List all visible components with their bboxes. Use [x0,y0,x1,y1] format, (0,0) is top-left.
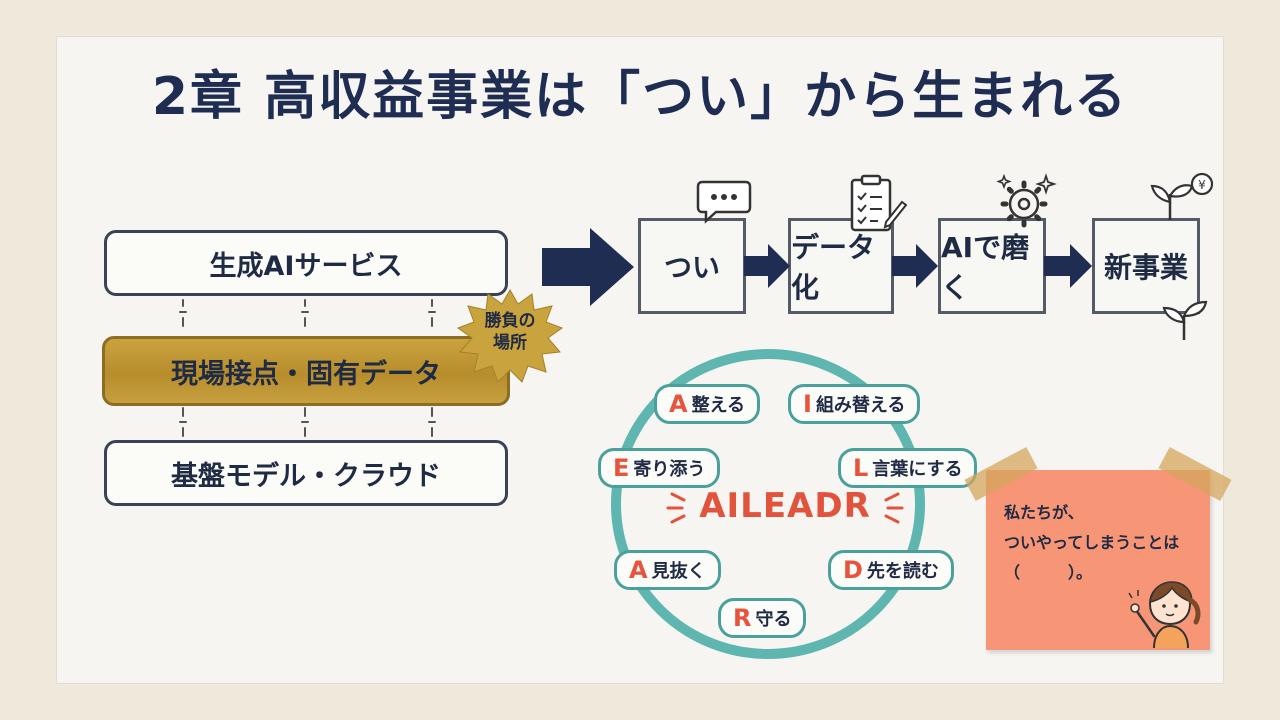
cycle-item-label: 見抜く [651,561,706,582]
sticky-note-text: 私たちが、 ついやってしまうことは （ ）。 [1004,498,1204,588]
flow-step-tsui: つい [638,218,746,314]
cycle-item-letter: L [853,454,869,482]
cycle-item-label: 寄り添う [633,459,706,480]
layer-middle-label: 現場接点・固有データ [171,358,441,390]
flow-step-label: つい [663,251,720,284]
sprout-icon [1162,300,1208,340]
flow-step-label: 新事業 [1103,251,1188,284]
flow-step-label: AIで磨く [941,231,1030,304]
girl-pointing-icon [1128,581,1201,648]
cycle-item-letter: D [843,556,863,584]
note-line2: ついやってしまうことは [1004,533,1180,552]
badge-line2: 場所 [493,333,527,353]
stitch-right-upper [428,299,436,327]
cycle-item-label: 言葉にする [872,459,963,480]
badge-text: 勝負の 場所 [470,310,550,354]
big-arrow-icon [542,228,634,306]
gear-sparkle-icon [996,173,1057,228]
cycle-item-letter: I [803,390,812,418]
stitch-center-lower [301,407,309,437]
cycle-center-word: AILEADR [699,486,871,526]
sprout-coin-icon: ¥ [1150,172,1214,220]
cycle-item-l-verbalize: L 言葉にする [838,448,978,488]
starburst-badge [456,288,564,383]
clipboard-checklist-icon [850,174,908,232]
badge-line1: 勝負の [484,311,536,331]
stitch-left-upper [179,299,187,327]
svg-text:¥: ¥ [1198,178,1206,192]
cycle-item-i-recombine: I 組み替える [788,384,921,424]
cycle-item-r-protect: R 守る [718,598,807,638]
stitch-left-lower [179,407,187,437]
layer-top-label: 生成AIサービス [209,250,403,282]
cycle-item-letter: A [669,390,688,418]
center-rays [666,492,904,524]
page-title: 2章 高収益事業は「つい」から生まれる [151,67,1129,127]
cycle-item-letter: R [733,604,752,632]
cycle-item-letter: E [613,454,630,482]
layer-bottom-label: 基盤モデル・クラウド [171,460,441,492]
cycle-item-e-empathize: E 寄り添う [598,448,721,488]
layer-field-data: 現場接点・固有データ [102,336,510,406]
layer-genai-service: 生成AIサービス [104,230,508,296]
cycle-item-label: 先を読む [866,561,939,582]
arrow-right-icon [1044,244,1092,288]
stitch-center-upper [301,299,309,327]
layer-foundation: 基盤モデル・クラウド [104,440,508,506]
speech-bubble-icon [696,180,752,224]
flow-step-new-business: 新事業 [1092,218,1200,314]
stitch-right-lower [428,407,436,437]
flow-step-ai: AIで磨く [938,218,1046,314]
arrow-right-icon [744,244,790,288]
cycle-ring [611,349,925,659]
cycle-item-a-discern: A 見抜く [614,550,721,590]
arrow-right-icon [892,244,938,288]
cycle-item-label: 整える [691,395,746,416]
note-line1: 私たちが、 [1004,503,1084,522]
cycle-item-letter: A [629,556,648,584]
cycle-item-label: 組み替える [815,395,906,416]
cycle-item-label: 守る [755,609,792,630]
flow-step-label: データ化 [791,231,876,304]
cycle-item-a-arrange: A 整える [654,384,761,424]
note-line3: （ ）。 [1004,563,1093,582]
cycle-item-d-foresee: D 先を読む [828,550,954,590]
